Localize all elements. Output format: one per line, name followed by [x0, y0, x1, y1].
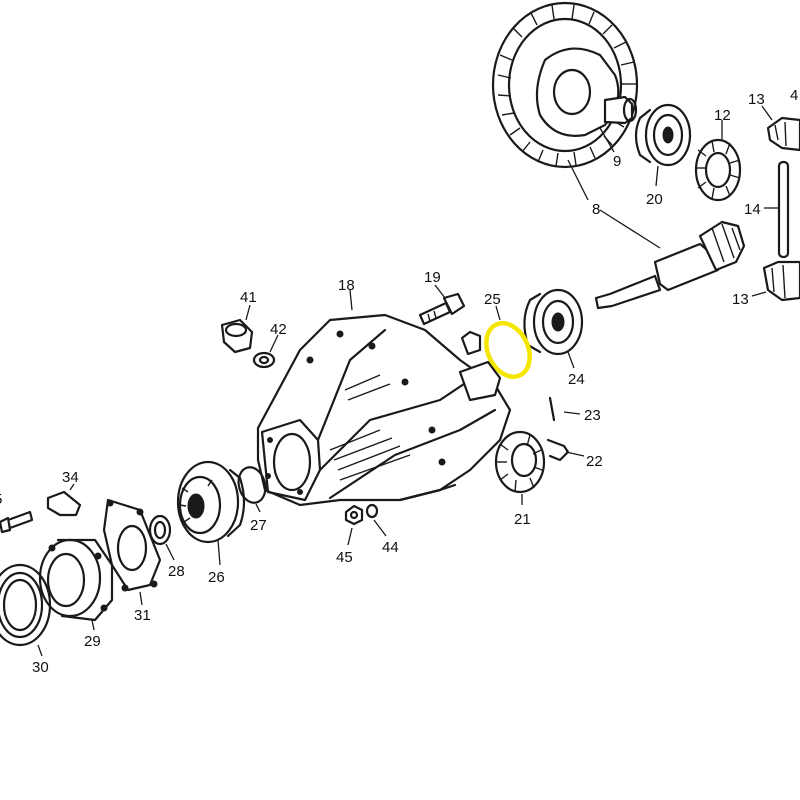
part-23-split-pin[interactable]	[548, 396, 581, 422]
part-31-gasket[interactable]	[102, 498, 162, 606]
part-9-differential-cage[interactable]	[535, 47, 638, 153]
callout-20: 20	[646, 191, 663, 208]
callout-13-bottom: 13	[732, 291, 749, 308]
callout-42: 42	[270, 321, 287, 338]
callout-29: 29	[84, 633, 101, 650]
part-14-cross-shaft[interactable]	[764, 160, 790, 259]
part-41-drain-plug[interactable]	[220, 304, 254, 354]
part-26-hub-bearing[interactable]	[176, 460, 246, 566]
part-45-nut[interactable]	[344, 504, 364, 546]
part-8-crown-wheel[interactable]	[491, 1, 639, 169]
callout-30: 30	[32, 659, 49, 676]
callout-18: 18	[338, 277, 355, 294]
part-22-lock-tab[interactable]	[546, 438, 585, 462]
callout-44: 44	[382, 539, 399, 556]
part-29-hub-flange[interactable]	[38, 538, 114, 631]
callout-22: 22	[586, 453, 603, 470]
callout-13-top: 13	[748, 91, 765, 108]
callout-19: 19	[424, 269, 441, 286]
callout-5: 5	[0, 491, 2, 508]
part-24-pinion-bearing[interactable]	[523, 288, 584, 369]
callout-34: 34	[62, 469, 79, 486]
part-20-bearing[interactable]	[634, 103, 692, 187]
part-13-pinion-gear-bottom[interactable]	[751, 260, 800, 302]
callout-24: 24	[568, 371, 585, 388]
callout-14: 14	[744, 201, 761, 218]
part-12-side-gear[interactable]	[694, 120, 742, 202]
part-27-o-ring[interactable]	[235, 464, 269, 513]
callout-23: 23	[584, 407, 601, 424]
part-44-washer[interactable]	[365, 503, 387, 537]
callout-45: 45	[336, 549, 353, 566]
callout-27: 27	[250, 517, 267, 534]
callout-41: 41	[240, 289, 257, 306]
part-34-bracket[interactable]	[46, 483, 82, 517]
part-28-washer[interactable]	[148, 514, 175, 561]
callout-25: 25	[484, 291, 501, 308]
pinion-shaft[interactable]	[567, 159, 746, 310]
callout-9: 9	[613, 153, 621, 170]
callout-12: 12	[714, 107, 731, 124]
callout-21: 21	[514, 511, 531, 528]
part-13-pinion-gear-top[interactable]	[761, 105, 800, 152]
part-21-bevel-gear[interactable]	[494, 430, 546, 505]
part-30-oil-seal[interactable]	[0, 563, 52, 657]
part-19-bolt[interactable]	[418, 284, 466, 326]
callout-8: 8	[592, 201, 600, 218]
part-25-shim-ring[interactable]	[478, 305, 538, 384]
part-5-bolt[interactable]	[0, 510, 34, 534]
callout-31: 31	[134, 607, 151, 624]
part-42-washer[interactable]	[252, 334, 279, 369]
callout-28: 28	[168, 563, 185, 580]
callout-26: 26	[208, 569, 225, 586]
callout-4: 4	[790, 87, 798, 104]
part-18-differential-housing[interactable]	[256, 289, 512, 507]
